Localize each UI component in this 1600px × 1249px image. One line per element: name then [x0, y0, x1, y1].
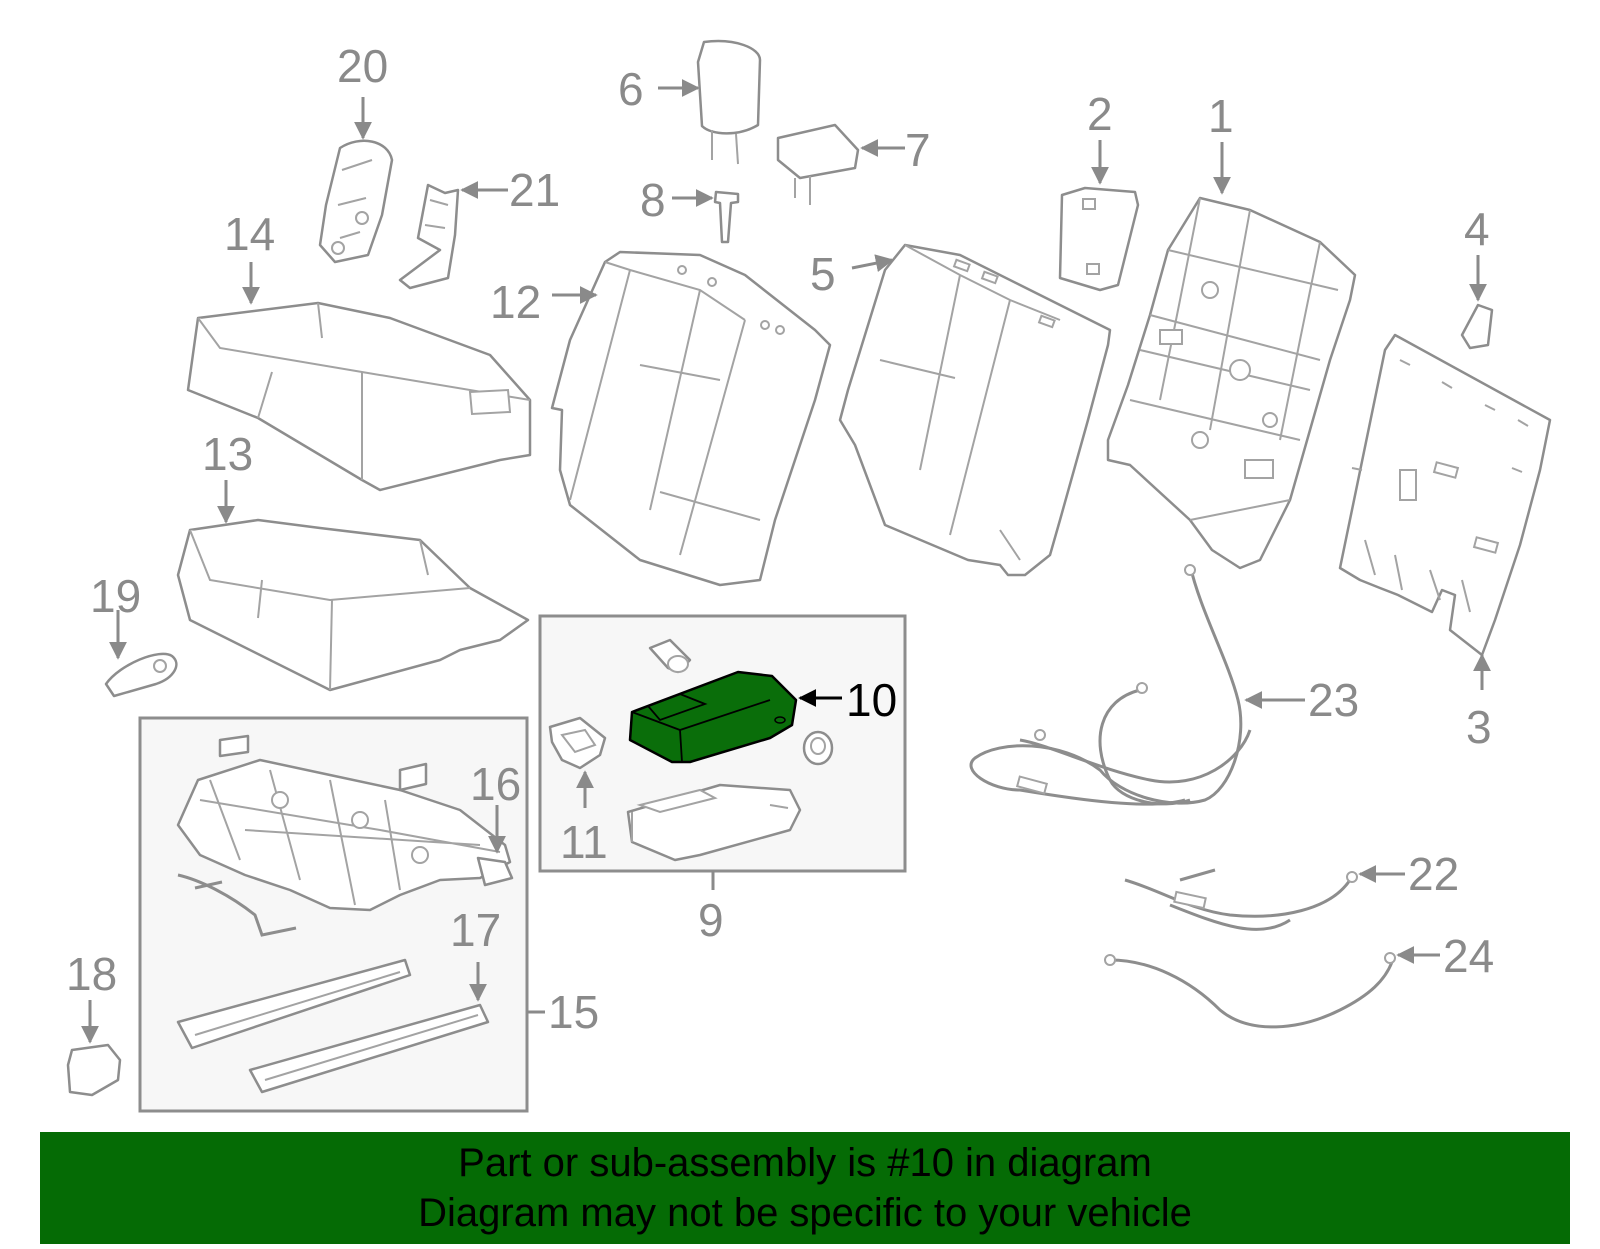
callout-2: 2: [1087, 88, 1113, 140]
callout-3: 3: [1466, 701, 1492, 753]
callout-7: 7: [905, 124, 931, 176]
part-13-cushion-pad[interactable]: [176, 518, 530, 692]
part-12-seatback-cover[interactable]: [550, 250, 832, 587]
arrow-5: [851, 254, 894, 273]
part-9-armrest-pad[interactable]: [626, 783, 802, 862]
part-16-bracket[interactable]: [476, 856, 514, 887]
part-11-cup-holder[interactable]: [548, 716, 607, 770]
part-1-seatback-frame[interactable]: [1106, 196, 1357, 570]
part-10-armrest[interactable]: [628, 670, 798, 764]
callout-5: 5: [810, 248, 836, 300]
callout-22: 22: [1408, 848, 1459, 900]
part-7-headrest[interactable]: [776, 123, 860, 205]
part-20-trim-cover[interactable]: [318, 139, 394, 264]
callout-20: 20: [337, 40, 388, 92]
callout-13: 13: [202, 428, 253, 480]
info-banner: Part or sub-assembly is #10 in diagram D…: [40, 1132, 1570, 1244]
callout-12: 12: [490, 276, 541, 328]
part-24-cable[interactable]: [1104, 952, 1396, 1029]
callout-16: 16: [470, 758, 521, 810]
callout-19: 19: [90, 570, 141, 622]
callout-1: 1: [1208, 90, 1234, 142]
part-14-cushion-cover[interactable]: [186, 301, 532, 492]
callout-14: 14: [224, 208, 275, 260]
part-6-headrest[interactable]: [696, 39, 762, 165]
part-19-hinge-cover[interactable]: [104, 652, 178, 698]
part-5-seatback-pad[interactable]: [838, 243, 1112, 577]
callout-4: 4: [1464, 203, 1490, 255]
part-23-release-cable[interactable]: [969, 564, 1252, 806]
part-15-wire[interactable]: [177, 873, 297, 937]
part-8-headrest-guide[interactable]: [713, 190, 740, 244]
part-2-back-panel[interactable]: [1058, 186, 1140, 292]
callout-17: 17: [450, 904, 501, 956]
part-17-rail[interactable]: [176, 958, 490, 1094]
part-21-bracket[interactable]: [398, 183, 460, 290]
part-9-cap[interactable]: [802, 730, 834, 766]
callout-18: 18: [66, 948, 117, 1000]
callout-24: 24: [1443, 930, 1494, 982]
callout-10: 10: [846, 674, 897, 726]
callout-6: 6: [618, 63, 644, 115]
part-3-back-board[interactable]: [1338, 333, 1552, 657]
part-9-sleeve[interactable]: [648, 638, 692, 674]
callout-21: 21: [509, 164, 560, 216]
callout-15: 15: [548, 986, 599, 1038]
callout-8: 8: [640, 174, 666, 226]
callout-23: 23: [1308, 674, 1359, 726]
banner-line-disclaimer: Diagram may not be specific to your vehi…: [418, 1191, 1192, 1235]
part-22-cable[interactable]: [1124, 868, 1358, 931]
banner-line-part-number: Part or sub-assembly is #10 in diagram: [458, 1141, 1152, 1185]
callout-9: 9: [698, 894, 724, 946]
part-4-clip[interactable]: [1460, 303, 1494, 350]
callout-11: 11: [560, 816, 608, 868]
part-15-seat-frame[interactable]: [176, 734, 512, 912]
part-18-rail-cover[interactable]: [66, 1043, 122, 1097]
